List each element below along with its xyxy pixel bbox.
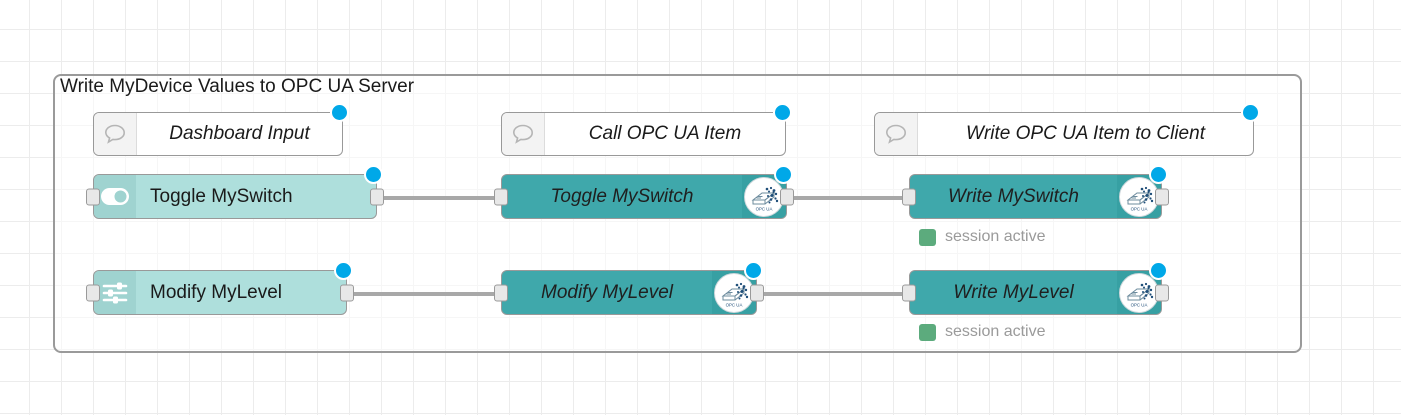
node-output-port[interactable]	[1155, 284, 1169, 301]
node-input-port[interactable]	[494, 284, 508, 301]
comment-node-dashboard-input[interactable]: Dashboard Input	[93, 103, 349, 156]
comment-bubble-icon	[875, 113, 918, 155]
comment-node-write-opcua-item[interactable]: Write OPC UA Item to Client	[874, 103, 1260, 156]
wire-toggle-opcua-to-write	[788, 196, 910, 200]
changed-indicator-dot	[330, 103, 349, 122]
node-input-port[interactable]	[902, 284, 916, 301]
opcua-badge-text: OPC UA	[756, 206, 773, 211]
toggle-switch-icon	[94, 175, 136, 218]
node-status-write-mylevel: session active	[919, 323, 1046, 341]
node-output-port[interactable]	[780, 188, 794, 205]
node-label: Write MyLevel	[953, 281, 1074, 303]
node-output-port[interactable]	[1155, 188, 1169, 205]
opcua-badge-text: OPC UA	[726, 302, 743, 307]
node-label: Modify MyLevel	[150, 281, 282, 303]
changed-indicator-dot	[1241, 103, 1260, 122]
node-input-port[interactable]	[902, 188, 916, 205]
comment-node-call-opcua-item[interactable]: Call OPC UA Item	[501, 103, 792, 156]
status-label: session active	[945, 323, 1046, 340]
node-status-write-myswitch: session active	[919, 228, 1046, 246]
comment-bubble-icon	[502, 113, 545, 155]
node-modify-mylevel-dashboard[interactable]: Modify MyLevel	[86, 261, 354, 315]
node-input-port[interactable]	[86, 284, 100, 301]
node-label: Toggle MySwitch	[550, 185, 694, 207]
comment-label: Dashboard Input	[169, 123, 310, 144]
node-output-port[interactable]	[750, 284, 764, 301]
sliders-icon	[94, 271, 136, 314]
group-title: Write MyDevice Values to OPC UA Server	[60, 76, 415, 97]
node-toggle-myswitch-opcua[interactable]: Toggle MySwitch	[494, 165, 794, 219]
node-input-port[interactable]	[86, 188, 100, 205]
changed-indicator-dot	[773, 103, 792, 122]
opcua-badge-text: OPC UA	[1131, 206, 1148, 211]
opcua-badge-text: OPC UA	[1131, 302, 1148, 307]
opcua-logo-icon: OPC UA	[712, 271, 756, 314]
changed-indicator-dot	[744, 261, 763, 280]
status-indicator-green	[919, 323, 936, 341]
changed-indicator-dot	[334, 261, 353, 280]
node-label: Toggle MySwitch	[150, 185, 293, 207]
comment-label: Call OPC UA Item	[588, 123, 742, 144]
node-input-port[interactable]	[494, 188, 508, 205]
node-label: Modify MyLevel	[541, 281, 673, 303]
status-label: session active	[945, 228, 1046, 245]
node-write-mylevel[interactable]: Write MyLevel	[902, 261, 1169, 315]
comment-bubble-icon	[94, 113, 137, 155]
node-output-port[interactable]	[370, 188, 384, 205]
changed-indicator-dot	[1149, 261, 1168, 280]
node-write-myswitch[interactable]: Write MySwitch	[902, 165, 1169, 219]
changed-indicator-dot	[1149, 165, 1168, 184]
node-modify-mylevel-opcua[interactable]: Modify MyLevel	[494, 261, 764, 315]
changed-indicator-dot	[774, 165, 793, 184]
comment-label: Write OPC UA Item to Client	[966, 123, 1205, 144]
wire-modify-opcua-to-write	[758, 292, 910, 296]
wire-toggle-dashboard-to-opcua	[378, 196, 502, 200]
status-indicator-green	[919, 228, 936, 246]
changed-indicator-dot	[364, 165, 383, 184]
node-output-port[interactable]	[340, 284, 354, 301]
wire-modify-dashboard-to-opcua	[348, 292, 502, 296]
node-label: Write MySwitch	[948, 185, 1079, 207]
node-toggle-myswitch-dashboard[interactable]: Toggle MySwitch	[86, 165, 384, 219]
opcua-logo-icon: OPC UA	[1117, 271, 1161, 314]
